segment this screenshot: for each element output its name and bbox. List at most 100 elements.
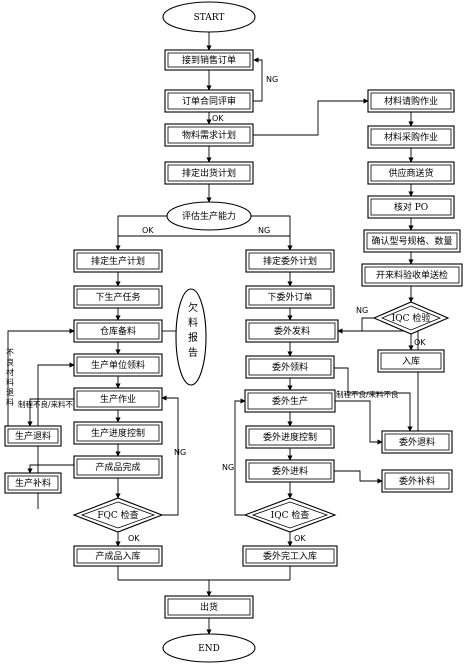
node-schedule-outsource-label: 排定委外计划 (263, 255, 317, 267)
node-production-supplement-label: 生产补料 (15, 477, 51, 489)
node-warehouse-in: 入库 (377, 349, 445, 373)
node-material-request-label: 材料请购作业 (384, 95, 438, 107)
node-confirm-spec: 确认型号规格、数量 (363, 229, 461, 253)
node-schedule-outsource: 排定委外计划 (245, 249, 335, 273)
node-end: END (162, 633, 256, 663)
label-ok-iqc-material: OK (414, 338, 426, 347)
edge-oreturn-to-dispatch (337, 328, 419, 431)
node-production-work-label: 生产作业 (100, 393, 136, 405)
label-ok-review: OK (212, 114, 224, 123)
node-product-storage-label: 产成品入库 (95, 550, 140, 562)
label-defect-left: 制程不良/来料不良 (18, 399, 81, 409)
node-production-return: 生产退料 (4, 425, 62, 447)
node-production-progress: 生产进度控制 (73, 421, 163, 445)
node-issue-outsource-order: 下委外订单 (245, 285, 335, 309)
edge-oreceipt-supplement (334, 470, 383, 484)
node-supplier-delivery: 供应商送货 (367, 161, 455, 185)
label-defect-right: 制程不良/来料不良 (336, 389, 399, 399)
node-outsource-receipt: 委外进料 (245, 459, 335, 483)
node-outsource-pick: 委外领料 (245, 355, 335, 379)
node-unit-pick-label: 生产单位领料 (91, 359, 145, 371)
node-receipt-inspect-label: 开来料验收单送检 (376, 269, 448, 281)
node-evaluate-capacity-label: 评估生产能力 (182, 210, 236, 222)
node-outsource-progress-label: 委外进度控制 (263, 431, 317, 443)
node-outsource-return-label: 委外退料 (399, 436, 435, 448)
node-outsource-supplement: 委外补料 (381, 469, 453, 493)
node-outsource-receipt-label: 委外进料 (272, 465, 308, 477)
node-issue-task-label: 下生产任务 (95, 291, 140, 303)
node-production-supplement: 生产补料 (4, 472, 62, 494)
node-unit-pick: 生产单位领料 (73, 353, 163, 377)
node-production-work: 生产作业 (73, 387, 163, 411)
label-defect-vertical: 不良材料退料 (6, 348, 15, 408)
edges (7, 32, 419, 635)
node-start: START (162, 1, 256, 33)
node-outsource-production: 委外生产 (244, 389, 336, 413)
edge-ostorage-return (335, 400, 383, 445)
node-start-label: START (194, 13, 225, 23)
node-production-progress-label: 生产进度控制 (91, 427, 145, 439)
node-product-storage: 产成品入库 (73, 545, 163, 567)
node-outsource-progress: 委外进度控制 (245, 425, 335, 449)
node-material-purchase-label: 材料采购作业 (384, 131, 438, 143)
node-material-plan: 物料需求计划 (164, 123, 254, 147)
edge-work-to-return (27, 398, 74, 427)
node-contract-review-label: 订单合同评审 (182, 95, 236, 107)
node-evaluate-capacity: 评估生产能力 (166, 201, 252, 231)
node-outsource-pick-label: 委外领料 (272, 361, 308, 373)
edge-material-to-request (252, 98, 369, 136)
node-material-request: 材料请购作业 (367, 89, 455, 113)
label-ng-capacity: NG (258, 226, 270, 235)
node-schedule-production: 排定生产计划 (73, 249, 163, 273)
node-contract-review: 订单合同评审 (164, 89, 254, 113)
node-outsource-supplement-label: 委外补料 (399, 475, 435, 487)
node-iqc-inspect: IQC 检验 (372, 301, 450, 335)
node-issue-task: 下生产任务 (73, 285, 163, 309)
node-fqc-check-label: FQC 检查 (97, 509, 138, 521)
edge-supplement-to-pick (37, 362, 75, 509)
edge-work-to-supplement (27, 464, 74, 474)
label-ng-review: NG (266, 75, 278, 84)
node-material-purchase: 材料采购作业 (367, 125, 455, 149)
node-receive-order: 接到销售订单 (164, 49, 254, 71)
label-ng-fqc: NG (174, 448, 186, 457)
node-warehouse-prep-label: 仓库备料 (100, 325, 136, 337)
node-outsource-dispatch-label: 委外发料 (274, 325, 310, 337)
edge-opick-defect (334, 367, 413, 432)
edge-fqc-ng-loop (161, 395, 179, 516)
node-iqc-check-outsource-label: IQC 检查 (271, 509, 310, 521)
node-production-return-label: 生产退料 (15, 430, 51, 442)
node-schedule-production-label: 排定生产计划 (91, 255, 145, 267)
node-shipment: 出货 (164, 595, 254, 619)
node-iqc-check-outsource: IQC 检查 (243, 497, 337, 533)
label-ng-iqc-material: NG (356, 306, 368, 315)
label-ok-fqc: OK (128, 534, 140, 543)
edge-return-to-warehouse (7, 328, 75, 437)
node-issue-outsource-order-label: 下委外订单 (267, 291, 312, 303)
node-iqc-inspect-label: IQC 检验 (392, 312, 431, 324)
node-shipment-plan: 排定出货计划 (164, 161, 254, 185)
node-outsource-return: 委外退料 (381, 430, 453, 454)
node-product-finished: 产成品完成 (73, 455, 163, 479)
edge-labels: NG OK OK NG NG OK NG OK NG OK 制程不良/来料不良 … (6, 75, 427, 543)
node-confirm-spec-label: 确认型号规格、数量 (371, 235, 452, 247)
node-shipment-plan-label: 排定出货计划 (182, 167, 236, 179)
node-outsource-storage-label: 委外完工入库 (263, 550, 317, 562)
edge-evaluate-ng (251, 215, 293, 251)
label-ok-iqc-outsource: OK (294, 534, 306, 543)
node-warehouse-in-label: 入库 (402, 355, 420, 367)
node-shortage-report-label: 欠料报告 (186, 301, 198, 362)
node-supplier-delivery-label: 供应商送货 (388, 167, 433, 179)
node-product-finished-label: 产成品完成 (95, 461, 140, 473)
node-outsource-dispatch: 委外发料 (245, 319, 339, 343)
nodes: START 接到销售订单 订单合同评审 物料需求计划 排定出货计划 评估生产能力 (4, 1, 463, 663)
edge-iqcm-ng (338, 317, 374, 332)
node-outsource-storage: 委外完工入库 (242, 545, 338, 567)
edge-evaluate-ok (115, 215, 167, 251)
node-check-po-label: 核对 PO (394, 201, 428, 213)
edge-review-ng-loop (252, 57, 263, 102)
edge-iqc-ng-loop (234, 398, 246, 516)
node-fqc-check: FQC 检查 (72, 497, 164, 533)
node-end-label: END (198, 644, 220, 654)
